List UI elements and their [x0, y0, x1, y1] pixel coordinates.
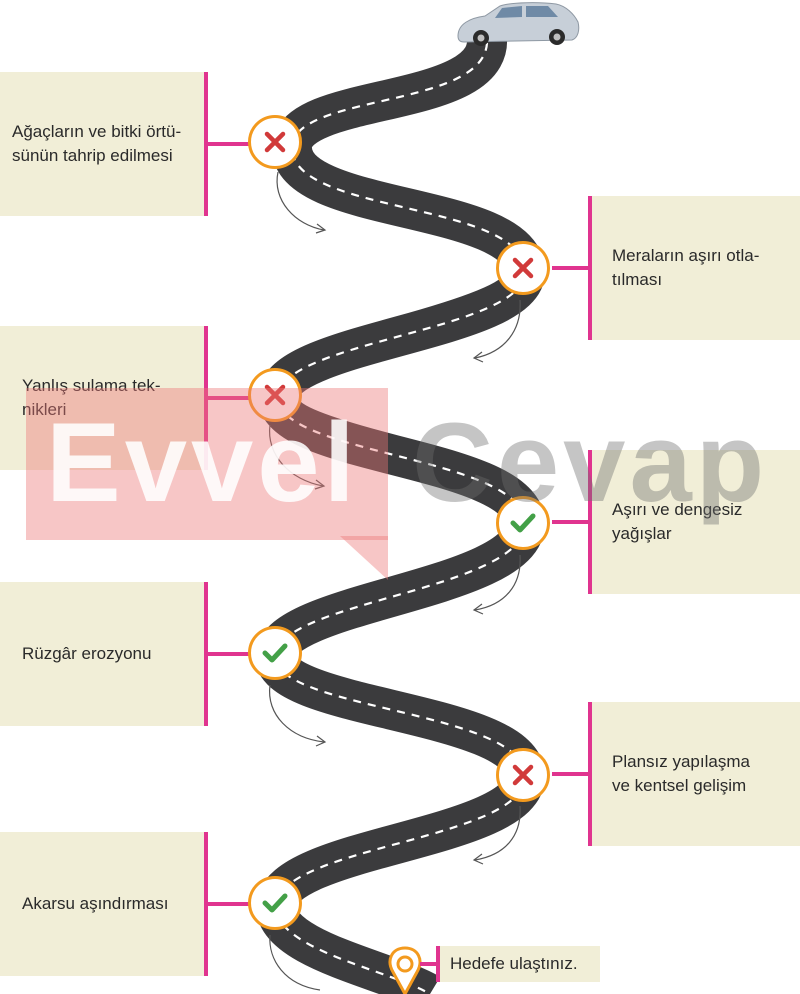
- goal-connector-bar: [436, 946, 440, 982]
- step-7-connector: [206, 902, 250, 906]
- step-4-status-circle: [496, 496, 550, 550]
- step-box-3: Yanlış sulama tek-nikleri: [0, 326, 206, 470]
- watermark-right-text: Cevap: [412, 400, 769, 525]
- step-3-connector: [206, 396, 250, 400]
- step-5-line-1: Rüzgâr erozyonu: [22, 644, 152, 663]
- step-6-connector: [552, 772, 590, 776]
- step-box-7: Akarsu aşındırması: [0, 832, 206, 976]
- step-1-connector: [206, 142, 250, 146]
- car-icon: [457, 2, 580, 46]
- step-3-status-circle: [248, 368, 302, 422]
- step-box-1: Ağaçların ve bitki örtü-sünün tahrip edi…: [0, 72, 206, 216]
- step-2-line-2: tılması: [612, 270, 663, 289]
- step-7-line-1: Akarsu aşındırması: [22, 894, 169, 913]
- step-5-connector: [206, 652, 250, 656]
- step-1-line-2: sünün tahrip edilmesi: [12, 146, 173, 165]
- step-4-line-2: yağışlar: [612, 524, 672, 543]
- location-pin-icon: [388, 946, 422, 994]
- cross-icon: [264, 131, 286, 153]
- step-6-line-2: ve kentsel gelişim: [612, 776, 747, 795]
- watermark-left-text: Evvel: [46, 400, 359, 525]
- goal-box: Hedefe ulaştınız.: [440, 946, 600, 982]
- road-center-dashes: [273, 27, 527, 994]
- step-1-status-circle: [248, 115, 302, 169]
- step-4-connector: [552, 520, 590, 524]
- step-2-connector-bar: [588, 196, 592, 340]
- step-2-status-circle: [496, 241, 550, 295]
- step-1-line-1: Ağaçların ve bitki örtü-: [12, 122, 182, 141]
- cross-icon: [512, 764, 534, 786]
- step-box-6: Plansız yapılaşma ve kentsel gelişim: [592, 702, 800, 846]
- watermark-tail: [340, 536, 388, 580]
- step-7-status-circle: [248, 876, 302, 930]
- step-3-line-2: nikleri: [22, 400, 67, 419]
- step-5-status-circle: [248, 626, 302, 680]
- check-icon: [510, 513, 536, 533]
- step-6-line-1: Plansız yapılaşma: [612, 752, 750, 771]
- goal-connector: [420, 962, 438, 966]
- step-6-status-circle: [496, 748, 550, 802]
- step-box-4: Aşırı ve dengesiz yağışlar: [592, 450, 800, 594]
- check-icon: [262, 893, 288, 913]
- direction-arrows: [269, 171, 521, 991]
- step-4-line-1: Aşırı ve dengesiz: [612, 500, 743, 519]
- step-2-line-1: Meraların aşırı otla-: [612, 246, 760, 265]
- step-4-connector-bar: [588, 450, 592, 594]
- cross-icon: [512, 257, 534, 279]
- step-2-connector: [552, 266, 590, 270]
- step-box-5: Rüzgâr erozyonu: [0, 582, 206, 726]
- watermark-right: Cevap: [412, 388, 768, 538]
- step-3-line-1: Yanlış sulama tek-: [22, 376, 161, 395]
- check-icon: [262, 643, 288, 663]
- step-6-connector-bar: [588, 702, 592, 846]
- step-box-2: Meraların aşırı otla-tılması: [592, 196, 800, 340]
- cross-icon: [264, 384, 286, 406]
- goal-label: Hedefe ulaştınız.: [450, 954, 578, 973]
- watermark-left: Evvel: [26, 388, 388, 540]
